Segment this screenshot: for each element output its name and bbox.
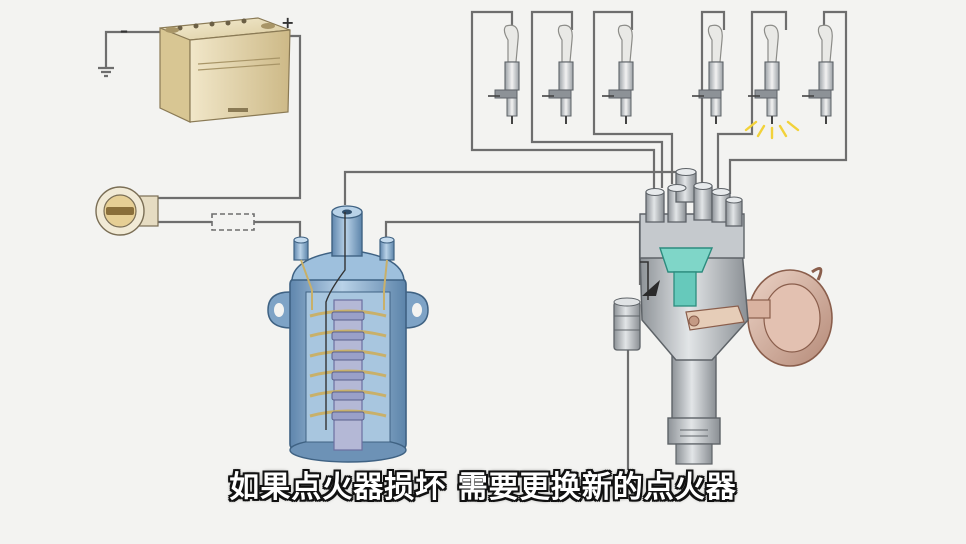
ignition-switch [95, 186, 159, 236]
spark-plug [488, 24, 520, 124]
ballast-resistor [211, 213, 255, 231]
spark-plug [802, 24, 834, 124]
spark-plug [602, 24, 634, 124]
ignition-coil [267, 205, 429, 463]
spark-icon [744, 120, 800, 140]
battery [159, 17, 291, 123]
battery-positive-label: + [281, 13, 294, 32]
spark-plug [692, 24, 724, 124]
battery-negative-label: – [120, 21, 128, 40]
spark-plugs [488, 24, 834, 140]
spark-plug [542, 24, 574, 124]
distributor [613, 168, 833, 465]
subtitle-caption: 如果点火器损坏 需要更换新的点火器 [229, 470, 737, 505]
spark-plug [748, 24, 780, 124]
